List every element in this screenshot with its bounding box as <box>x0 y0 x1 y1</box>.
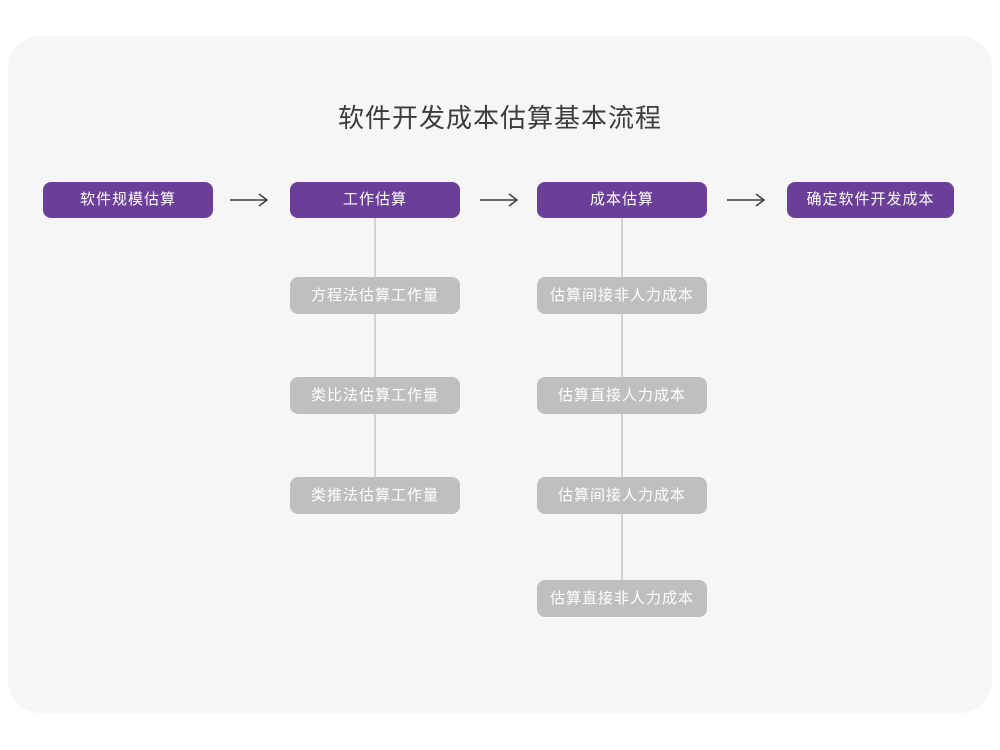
method-node-indirect-nonlabor-cost: 估算间接非人力成本 <box>537 277 707 314</box>
diagram-card <box>8 36 992 713</box>
method-node-direct-labor-cost: 估算直接人力成本 <box>537 377 707 414</box>
stage-node-software-scale-estimation: 软件规模估算 <box>43 182 213 218</box>
stage-node-cost-estimation: 成本估算 <box>537 182 707 218</box>
stage-node-determine-development-cost: 确定软件开发成本 <box>787 182 954 218</box>
method-node-equation-method: 方程法估算工作量 <box>290 277 460 314</box>
right-arrow-icon <box>230 193 269 207</box>
connector-line-work-estimation <box>374 218 376 498</box>
right-arrow-icon <box>727 193 766 207</box>
right-arrow-icon <box>480 193 519 207</box>
method-node-direct-nonlabor-cost: 估算直接非人力成本 <box>537 580 707 617</box>
stage-node-work-estimation: 工作估算 <box>290 182 460 218</box>
method-node-indirect-labor-cost: 估算间接人力成本 <box>537 477 707 514</box>
method-node-analogy-method: 类比法估算工作量 <box>290 377 460 414</box>
page-title: 软件开发成本估算基本流程 <box>337 103 662 133</box>
method-node-extrapolation-method: 类推法估算工作量 <box>290 477 460 514</box>
